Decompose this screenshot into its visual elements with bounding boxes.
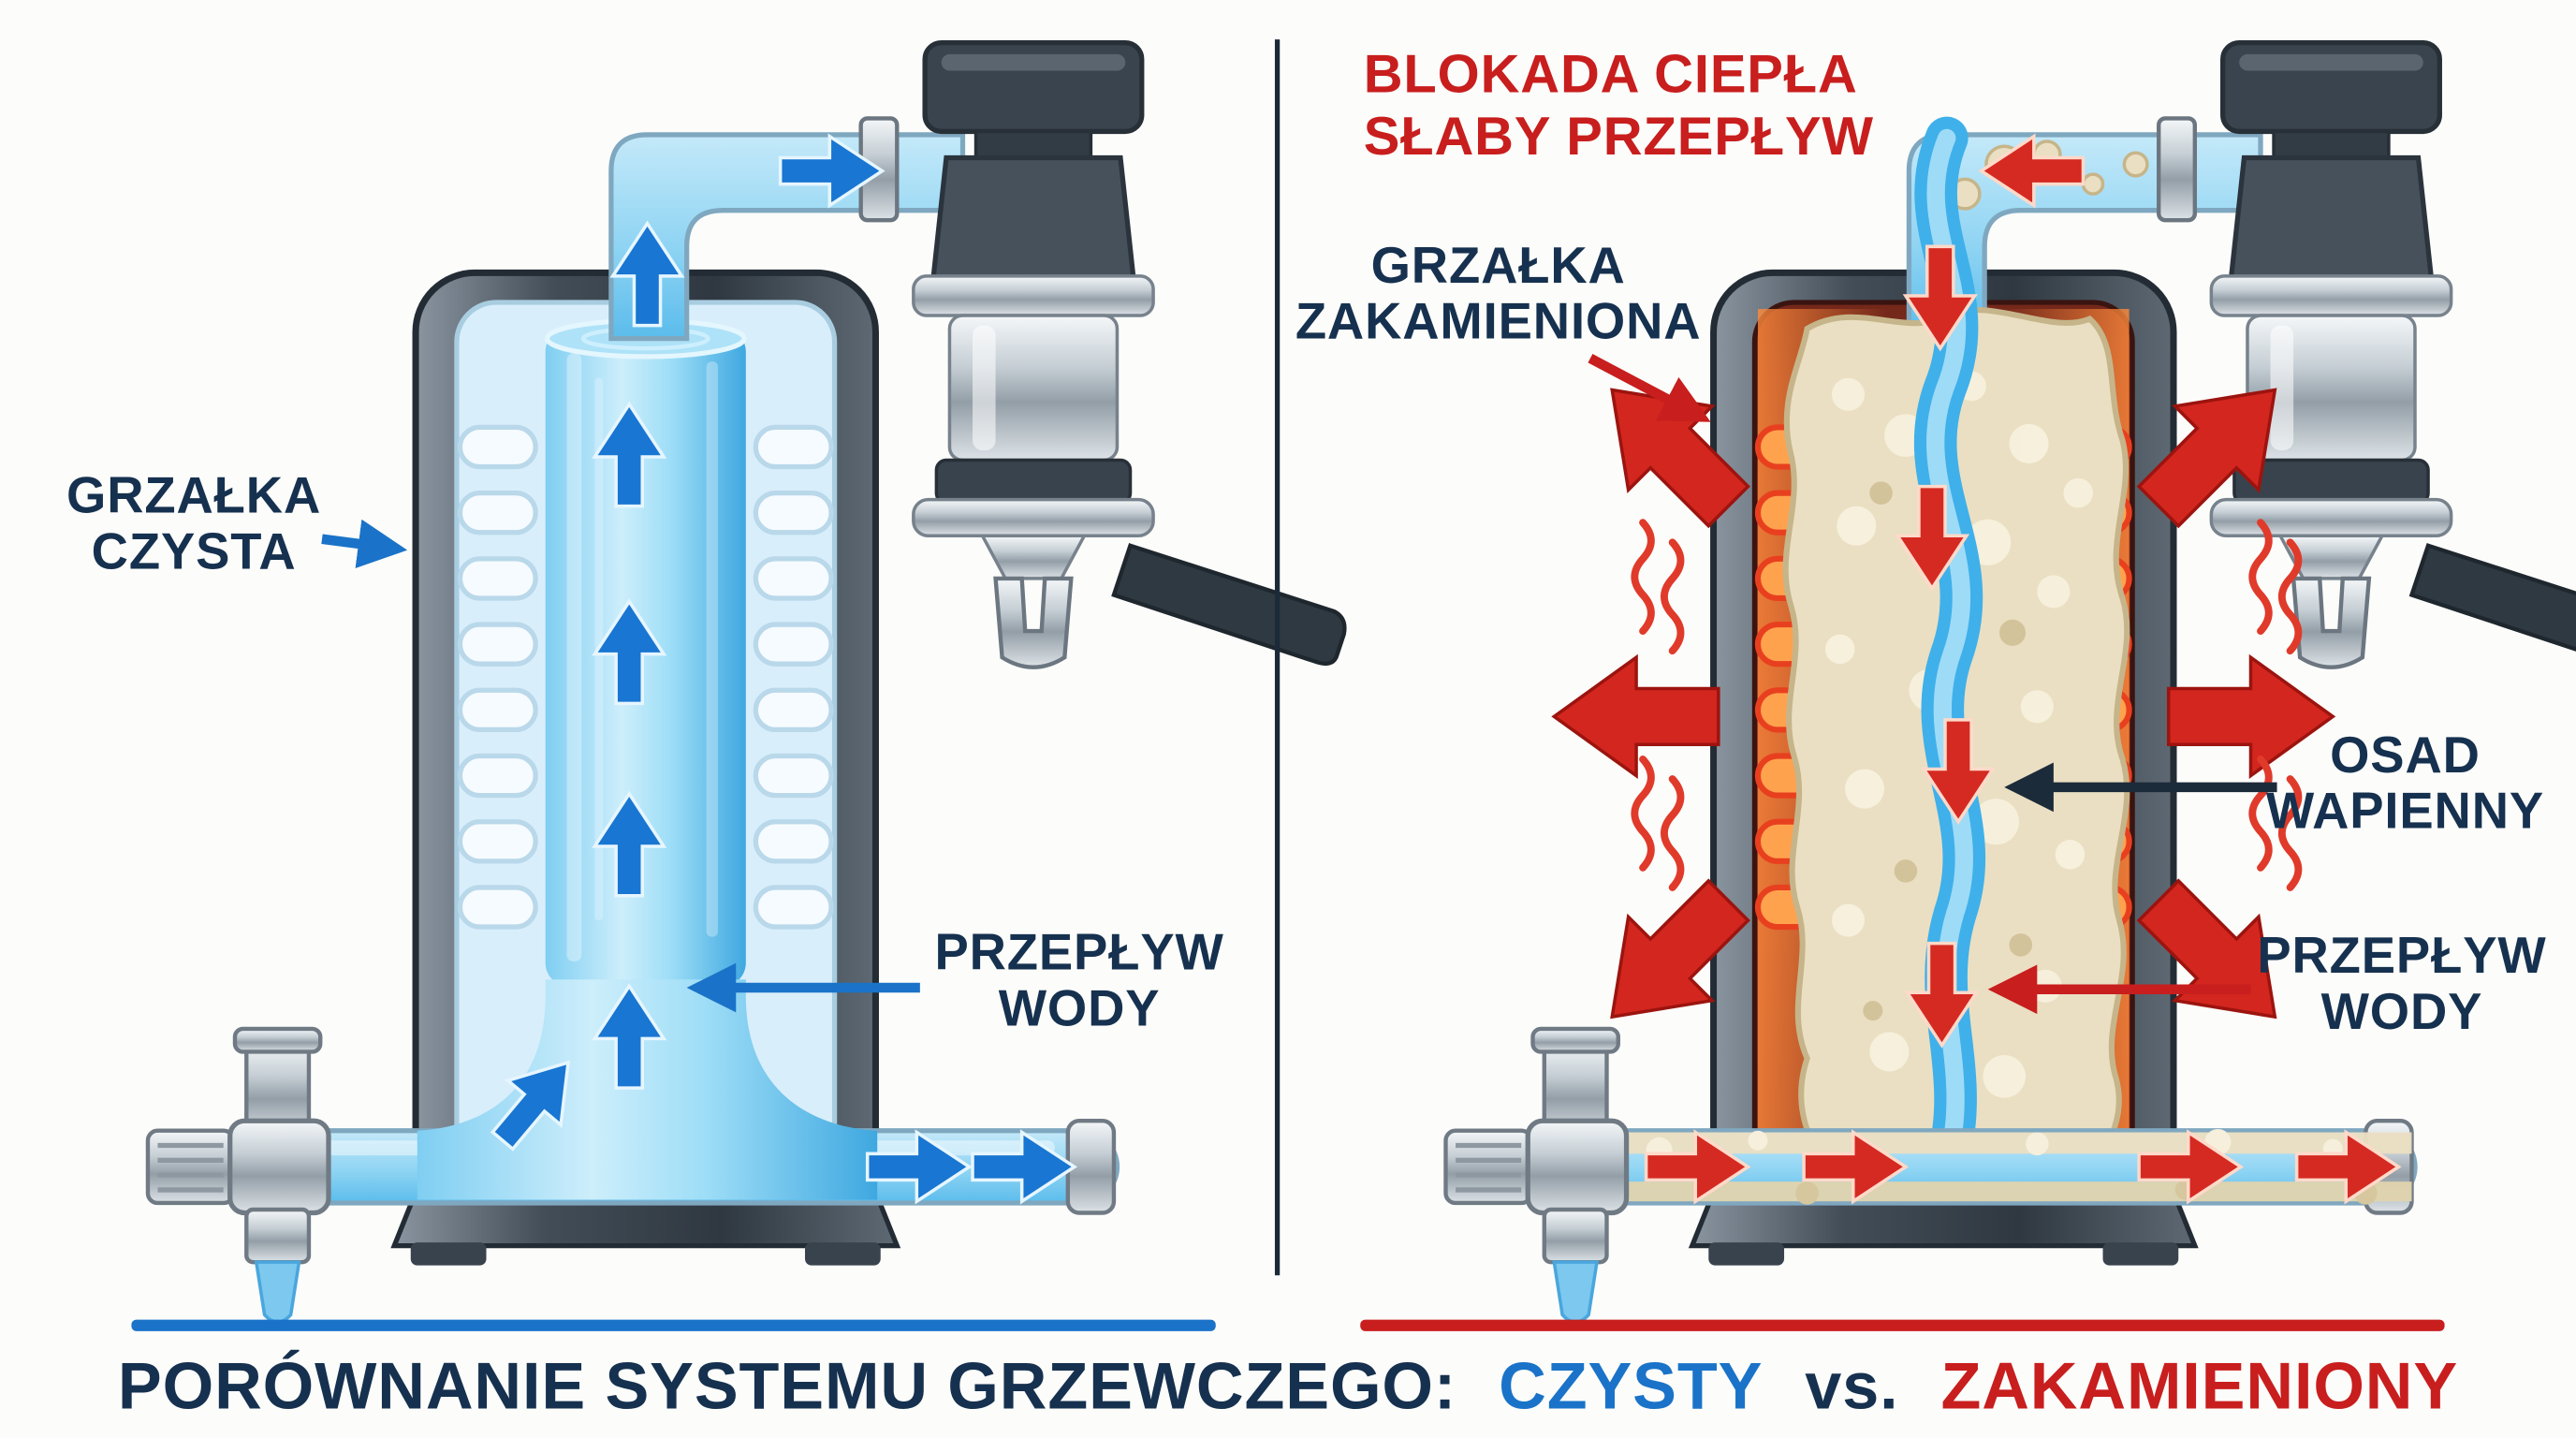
footer-title-prefix: PORÓWNANIE SYSTEMU GRZEWCZEGO: <box>118 1348 1456 1422</box>
limescale-label-line2: WAPIENNY <box>2266 783 2544 840</box>
footer-title: PORÓWNANIE SYSTEMU GRZEWCZEGO: CZYSTY vs… <box>118 1348 2458 1422</box>
scaled-system-panel: BLOKADA CIEPŁA SŁABY PRZEPŁYW GRZAŁKA ZA… <box>1295 43 2576 1323</box>
heat-block-warning-line2: SŁABY PRZEPŁYW <box>1364 107 1874 167</box>
limescale-label-line1: OSAD <box>2330 726 2481 784</box>
clean-system-panel: GRZAŁKA CZYSTA PRZEPŁYW WODY <box>66 43 1344 1323</box>
clean-inlet-valve <box>148 1029 329 1322</box>
scaled-heater-pointer-arrow <box>1588 354 1711 422</box>
footer-rule-scaled <box>1360 1319 2445 1331</box>
limescale-texture-dark <box>1863 481 2033 1021</box>
footer-rule-clean <box>131 1319 1216 1331</box>
scaled-heater-label-line2: ZAKAMIENIONA <box>1295 293 1702 350</box>
scaled-inlet-valve <box>1445 1029 1626 1322</box>
clean-flow-label-line1: PRZEPŁYW <box>934 924 1223 981</box>
clean-heater-pointer-arrow <box>321 519 408 568</box>
footer-title-vs: vs. <box>1805 1348 1898 1422</box>
clean-water-column <box>544 317 747 987</box>
scaled-flow-label-line1: PRZEPŁYW <box>2257 927 2546 984</box>
water-column-base-flare <box>417 979 878 1200</box>
clean-heater-label-line2: CZYSTA <box>92 522 297 580</box>
scaled-flow-label-line2: WODY <box>2321 983 2483 1040</box>
clean-flow-label-line2: WODY <box>999 979 1161 1036</box>
footer-title-scaled: ZAKAMIENIONY <box>1940 1348 2458 1422</box>
heat-block-warning-line1: BLOKADA CIEPŁA <box>1364 44 1858 104</box>
pipe-collar <box>2157 116 2198 223</box>
scaled-tap-fixture <box>2211 43 2576 668</box>
clean-tap-fixture <box>914 43 1345 668</box>
scaled-heater-label-line1: GRZAŁKA <box>1371 237 1626 294</box>
footer-title-clean: CZYSTY <box>1499 1348 1763 1422</box>
clean-heater-label-line1: GRZAŁKA <box>66 467 321 524</box>
